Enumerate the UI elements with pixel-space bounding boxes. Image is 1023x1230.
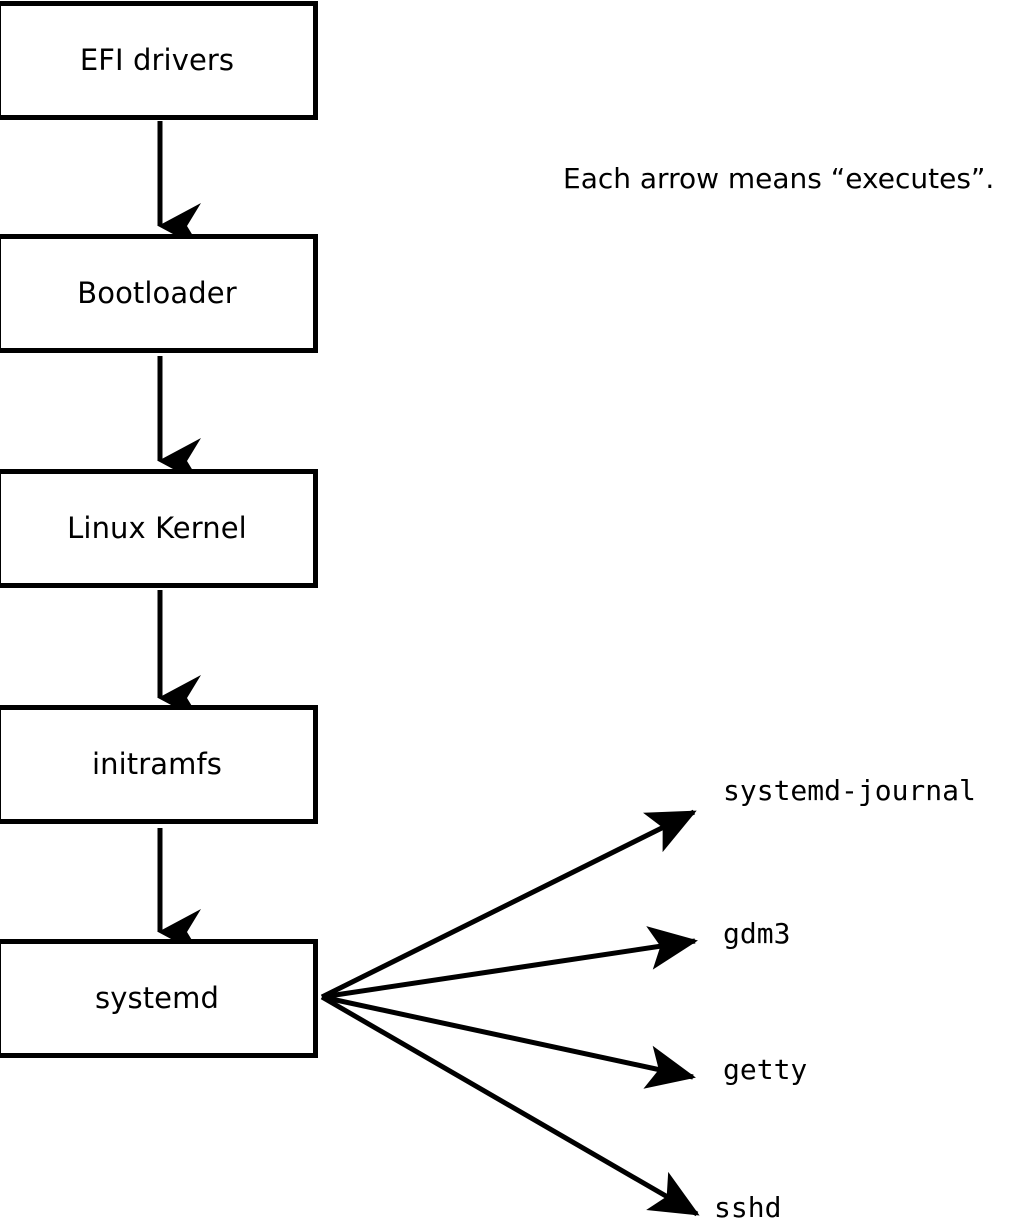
- stage-box-bootloader: Bootloader: [0, 234, 318, 353]
- stage-box-linux-kernel: Linux Kernel: [0, 469, 318, 588]
- arrow-systemd-to-sshd: [320, 994, 700, 1217]
- legend-note-text: Each arrow means “executes”.: [563, 162, 995, 195]
- service-text-systemd-journal: systemd-journal: [723, 774, 976, 807]
- stage-label-systemd: systemd: [95, 981, 219, 1015]
- stage-label-bootloader: Bootloader: [77, 276, 237, 310]
- service-label-getty: getty: [723, 1056, 807, 1084]
- service-label-sshd: sshd: [714, 1194, 781, 1222]
- service-text-getty: getty: [723, 1053, 808, 1086]
- stage-box-systemd: systemd: [0, 939, 318, 1058]
- service-label-gdm3: gdm3: [723, 920, 790, 948]
- service-label-systemd-journal: systemd-journal: [723, 777, 976, 805]
- arrow-systemd-to-systemd-journal: [320, 809, 697, 1000]
- legend-note: Each arrow means “executes”.: [563, 165, 994, 193]
- arrow-systemd-to-gdm3: [321, 926, 698, 1000]
- stage-label-efi-drivers: EFI drivers: [79, 43, 235, 77]
- stage-label-linux-kernel: Linux Kernel: [67, 511, 247, 545]
- service-text-gdm3: gdm3: [723, 917, 791, 950]
- service-text-sshd: sshd: [714, 1191, 782, 1224]
- stage-label-initramfs: initramfs: [91, 747, 223, 781]
- stage-box-initramfs: initramfs: [0, 705, 318, 824]
- arrow-systemd-to-getty: [321, 994, 696, 1089]
- stage-box-efi-drivers: EFI drivers: [0, 1, 318, 120]
